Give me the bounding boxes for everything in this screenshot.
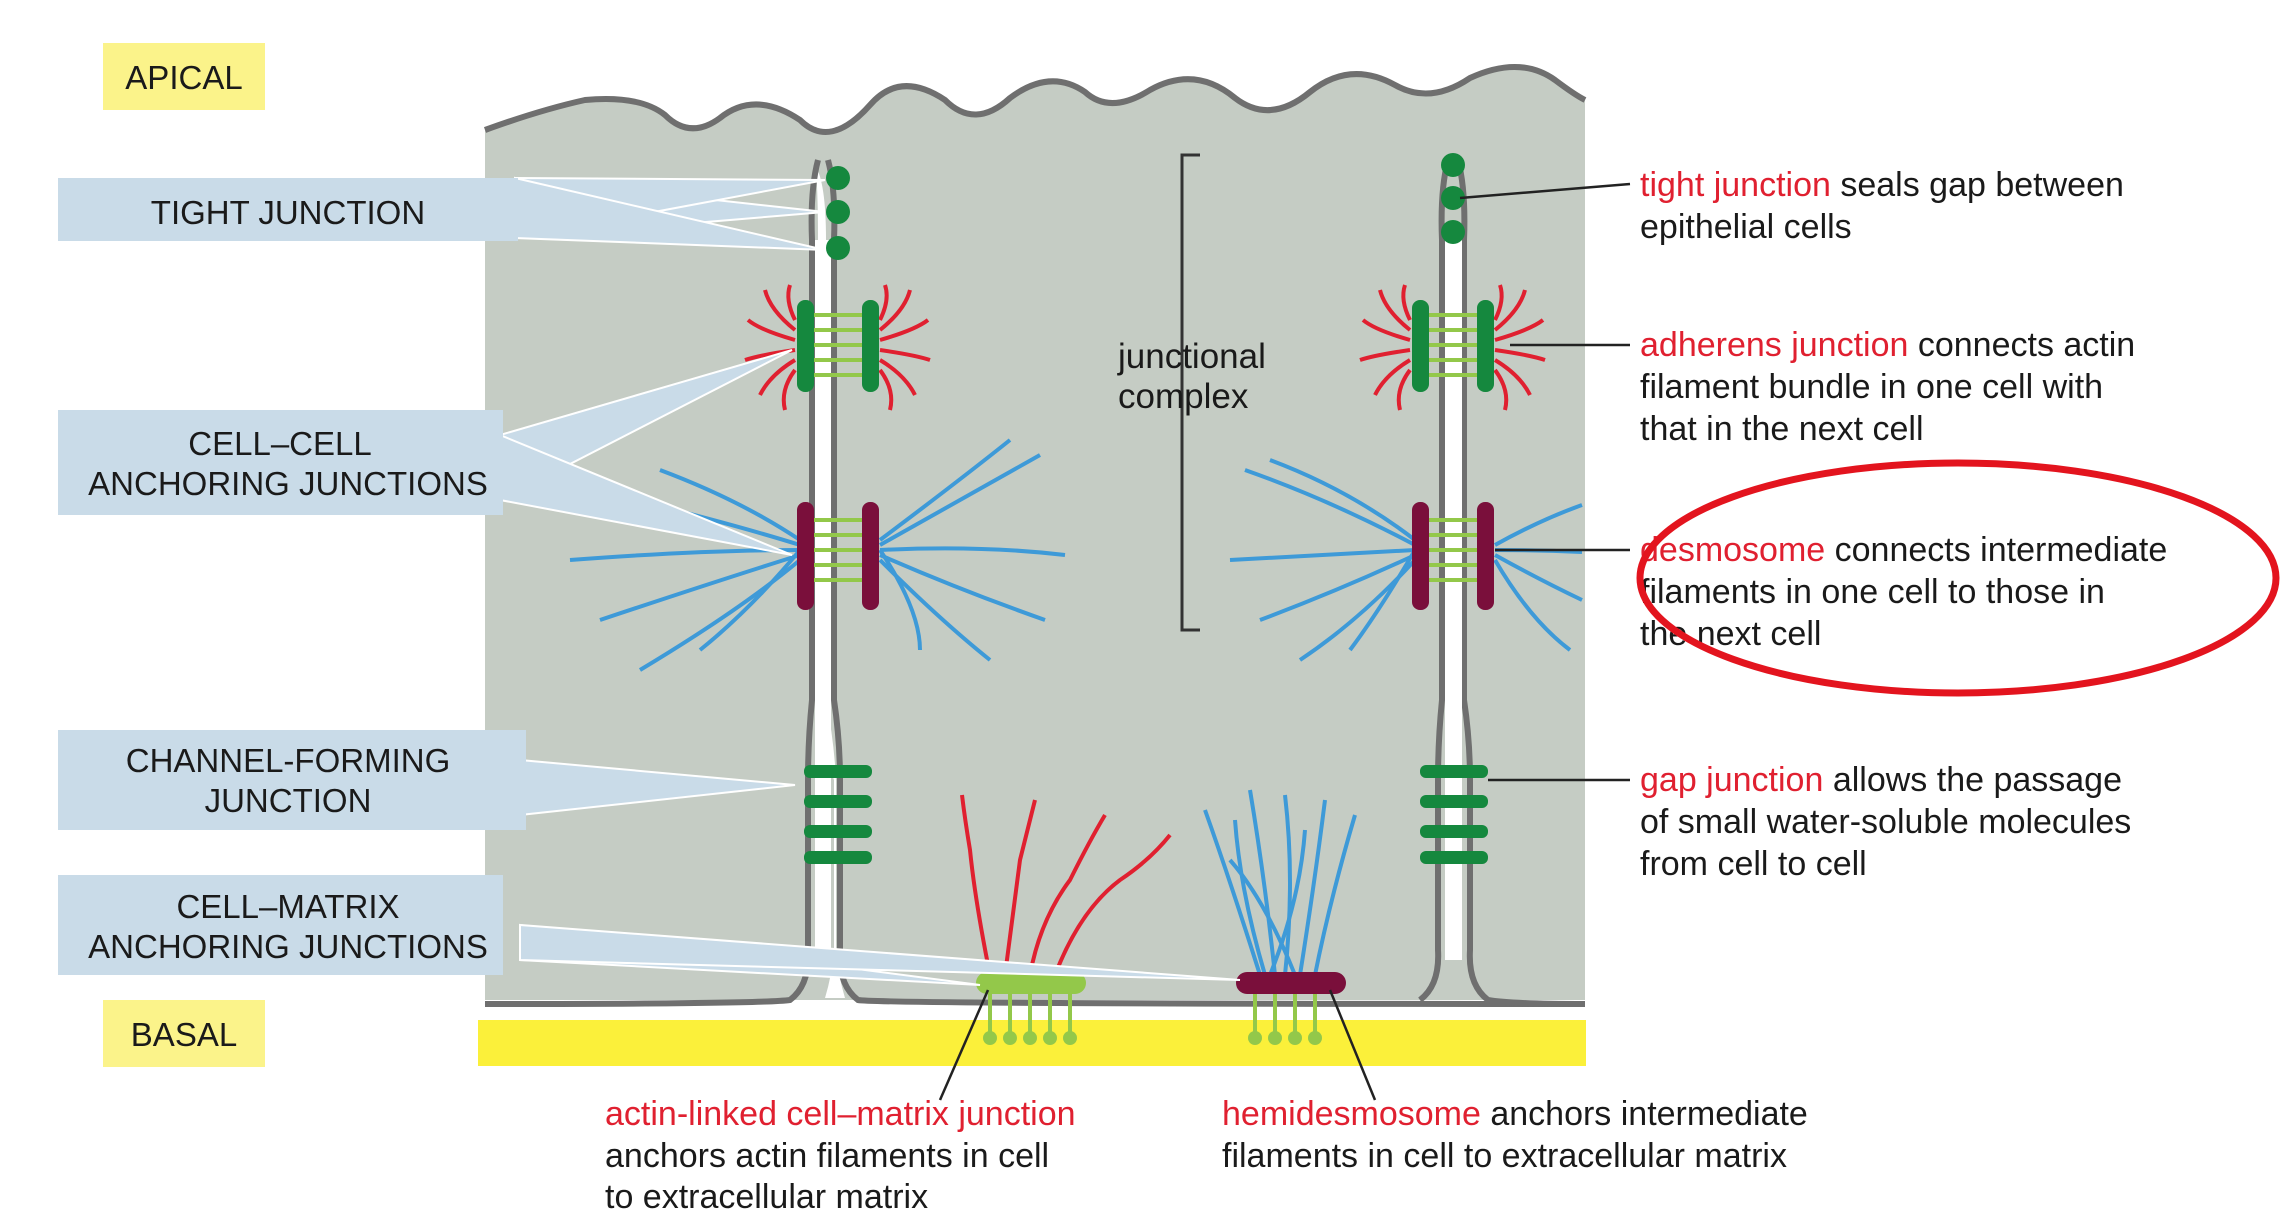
apical-membrane — [483, 64, 1587, 135]
adherens-junction-term: adherens junction — [1640, 326, 1908, 364]
junctional-complex-bracket — [1180, 153, 1200, 632]
hemidesmosome-description: hemidesmosome anchors intermediate filam… — [1222, 1095, 1808, 1175]
tight-junction-desc-2: epithelial cells — [1640, 208, 1852, 246]
channel-forming-label-1: CHANNEL-FORMING — [126, 742, 451, 779]
gap-junction-left — [804, 765, 872, 864]
desmosome-highlight-circle — [1636, 459, 2280, 697]
svg-text:adherens junction connects act: adherens junction connects actin — [1640, 326, 2135, 364]
channel-forming-callout — [58, 730, 526, 830]
tight-junction-left — [826, 166, 850, 260]
tight-junction-term: tight junction — [1640, 166, 1831, 204]
hemidesmosome-desc-2: filaments in cell to extracellular matri… — [1222, 1137, 1787, 1175]
gap-junction-description: gap junction allows the passage of small… — [1640, 761, 2131, 883]
hemidesmosome — [1203, 789, 1357, 1045]
basal-label: BASAL — [131, 1016, 237, 1053]
desmosome-description: desmosome connects intermediate filament… — [1640, 531, 2167, 653]
description-leader-lines — [938, 182, 1631, 1101]
adherens-junction-description: adherens junction connects actin filamen… — [1640, 326, 2135, 448]
right-intercellular-gap — [1445, 240, 1462, 960]
adherens-junction-desc-3: that in the next cell — [1640, 410, 1924, 448]
cell-cell-label-1: CELL–CELL — [188, 425, 371, 462]
gap-junction-desc-2: of small water-soluble molecules — [1640, 803, 2131, 841]
cell-matrix-callout — [58, 875, 503, 975]
cell-matrix-label-1: CELL–MATRIX — [176, 888, 399, 925]
desmosome-desc-1: connects intermediate — [1825, 531, 2167, 569]
svg-text:gap junction allows the passag: gap junction allows the passage — [1640, 761, 2122, 799]
callout-pointers — [499, 176, 1241, 986]
svg-text:desmosome connects intermediat: desmosome connects intermediate — [1640, 531, 2167, 569]
gap-junction-desc-1: allows the passage — [1823, 761, 2122, 799]
adherens-junction-desc-1: connects actin — [1908, 326, 2135, 364]
actin-linked-matrix-junction — [960, 794, 1172, 1045]
cell-cell-label-2: ANCHORING JUNCTIONS — [88, 465, 488, 502]
tight-junction-callout — [58, 178, 518, 241]
cell-cell-callout — [58, 410, 503, 515]
gap-junction-desc-3: from cell to cell — [1640, 845, 1867, 883]
desmosome-term: desmosome — [1640, 531, 1825, 569]
epithelial-cells — [483, 64, 1587, 1007]
apical-label: APICAL — [125, 59, 242, 96]
actin-matrix-description: actin-linked cell–matrix junction anchor… — [605, 1095, 1076, 1216]
hemidesmosome-term: hemidesmosome — [1222, 1095, 1481, 1133]
right-cell-membrane-b — [1455, 159, 1586, 1007]
adherens-junction-desc-2: filament bundle in one cell with — [1640, 368, 2103, 406]
svg-text:hemidesmosome anchors intermed: hemidesmosome anchors intermediate — [1222, 1095, 1808, 1133]
desmosome-right — [1229, 458, 1583, 662]
tight-junction-description: tight junction seals gap between epithel… — [1640, 166, 2124, 246]
gap-junction-term: gap junction — [1640, 761, 1823, 799]
junctional-complex-label-1: junctional — [1117, 337, 1266, 376]
left-intercellular-gap — [815, 240, 831, 960]
tight-junction-label: TIGHT JUNCTION — [151, 194, 425, 231]
actin-matrix-desc-2: anchors actin filaments in cell — [605, 1137, 1049, 1175]
channel-forming-label-2: JUNCTION — [205, 782, 372, 819]
actin-matrix-term: actin-linked cell–matrix junction — [605, 1095, 1076, 1133]
actin-matrix-desc-3: to extracellular matrix — [605, 1178, 928, 1216]
desmosome-desc-2: filaments in one cell to those in — [1640, 573, 2105, 611]
hemidesmosome-desc-1: anchors intermediate — [1481, 1095, 1808, 1133]
svg-text:tight junction seals gap betwe: tight junction seals gap between — [1640, 166, 2124, 204]
apical-tag — [103, 43, 265, 110]
junctional-complex-label-2: complex — [1118, 377, 1249, 416]
adherens-junction-left — [744, 284, 931, 411]
cell-matrix-label-2: ANCHORING JUNCTIONS — [88, 928, 488, 965]
tight-junction-right — [1441, 153, 1465, 244]
gap-junction-right — [1420, 765, 1488, 864]
tight-junction-desc-1: seals gap between — [1831, 166, 2124, 204]
basal-tag — [103, 1000, 265, 1067]
desmosome-desc-3: the next cell — [1640, 615, 1821, 653]
cell-sheet-background — [485, 66, 1585, 1000]
adherens-junction-right — [1359, 284, 1546, 411]
